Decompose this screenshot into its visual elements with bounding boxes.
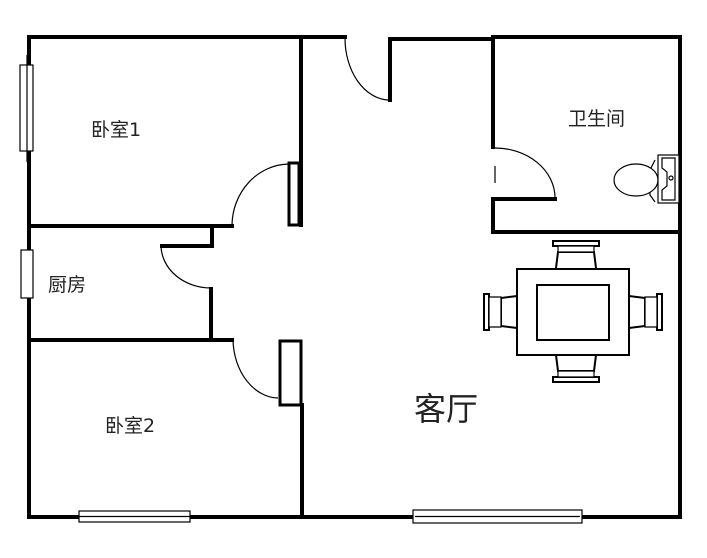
door-swings [160,37,556,399]
door-arc-bedroom2 [232,339,279,399]
room-label-bedroom1: 卧室1 [91,119,142,141]
door-arc-kitchen [160,245,212,289]
room-label-kitchen: 厨房 [48,274,87,296]
door-leaf-bedroom1 [287,161,301,227]
chair-right [628,295,646,329]
room-label-living-room: 客厅 [414,390,479,428]
room-label-bathroom: 卫生间 [568,108,626,130]
door-arc-bedroom1 [231,163,289,226]
dining-table-icon [483,240,663,383]
chair-top [555,251,597,269]
door-leaf-bedroom2 [278,339,303,407]
chair-left [500,295,518,329]
door-arc-entrance [344,37,389,101]
table-inset [536,284,610,341]
room-label-bedroom2: 卧室2 [105,415,156,437]
door-arc-bathroom [494,147,556,198]
chair-bottom [555,354,597,372]
wall-kitchen-top [160,224,214,248]
window-kitchen [20,249,34,299]
wall-top-left [27,35,347,519]
toilet-icon [613,154,680,204]
windows [19,55,583,524]
